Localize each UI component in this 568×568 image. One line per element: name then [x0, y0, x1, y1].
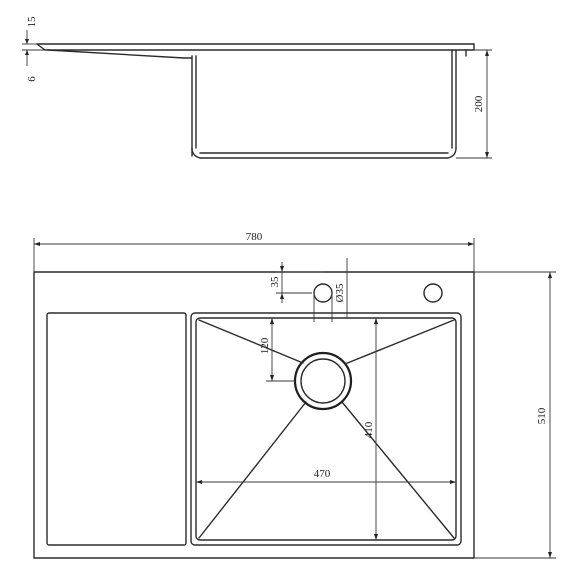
dim-drain-offset-arrow-bottom [270, 375, 274, 381]
dim-bowl-length-arrow-bottom [374, 534, 378, 540]
dim-thickness-arrow-top [25, 39, 29, 44]
drain-inner-ring [300, 358, 346, 404]
tap-hole-left [313, 283, 333, 303]
dim-bowl-length-arrow-top [374, 318, 378, 324]
slope-line-top-right [344, 319, 455, 365]
dim-width-arrow-right [468, 242, 474, 246]
dim-depthtop-arrow-top [548, 272, 552, 278]
drainboard-outline [46, 312, 187, 546]
dim-tap-offset-arrow-top [280, 266, 284, 272]
drain-outer-ring [293, 351, 353, 411]
dim-label-bowl-width: 470 [314, 468, 331, 480]
side-deck-left-edge [36, 43, 46, 51]
dim-label-overall-width: 780 [246, 231, 263, 243]
dim-tap-offset-arrow-bottom [280, 293, 284, 299]
dim-label-tap-offset: 35 [269, 276, 281, 288]
dim-label-top-thickness: 15 [26, 16, 38, 28]
dim-bowl-width-arrow-left [196, 480, 202, 484]
dim-depthtop-arrow-bottom [548, 552, 552, 558]
side-view: 15 6 200 [22, 16, 492, 159]
dim-label-drain-offset: 120 [259, 337, 271, 354]
dim-drain-offset-arrow-top [270, 318, 274, 324]
slope-line-bottom-right [341, 401, 455, 539]
slope-line-top-left [198, 319, 304, 364]
dim-depth-arrow-bottom [485, 152, 489, 158]
dim-label-overall-depth: 510 [536, 407, 548, 424]
tap-hole-right [423, 283, 443, 303]
top-view: 780 510 35 [33, 231, 556, 559]
dim-label-tap-diameter: Ø35 [334, 283, 346, 302]
side-drainboard-slope [47, 49, 185, 59]
dim-label-top-lip: 6 [26, 76, 38, 82]
dim-thickness-arrow-bottom [25, 50, 29, 55]
side-bowl-left-corner [191, 147, 201, 159]
bowl-outer-rim [190, 312, 462, 546]
bowl-inner-rim [195, 317, 457, 541]
side-bowl-right-corner [447, 147, 457, 159]
slope-line-bottom-left [198, 401, 307, 539]
dim-depth-arrow-top [485, 50, 489, 56]
top-outer-frame [33, 271, 475, 559]
dim-width-arrow-left [34, 242, 40, 246]
dim-bowl-width-arrow-right [450, 480, 456, 484]
dim-label-bowl-length: 410 [363, 421, 375, 438]
dim-label-bowl-depth: 200 [473, 95, 485, 112]
